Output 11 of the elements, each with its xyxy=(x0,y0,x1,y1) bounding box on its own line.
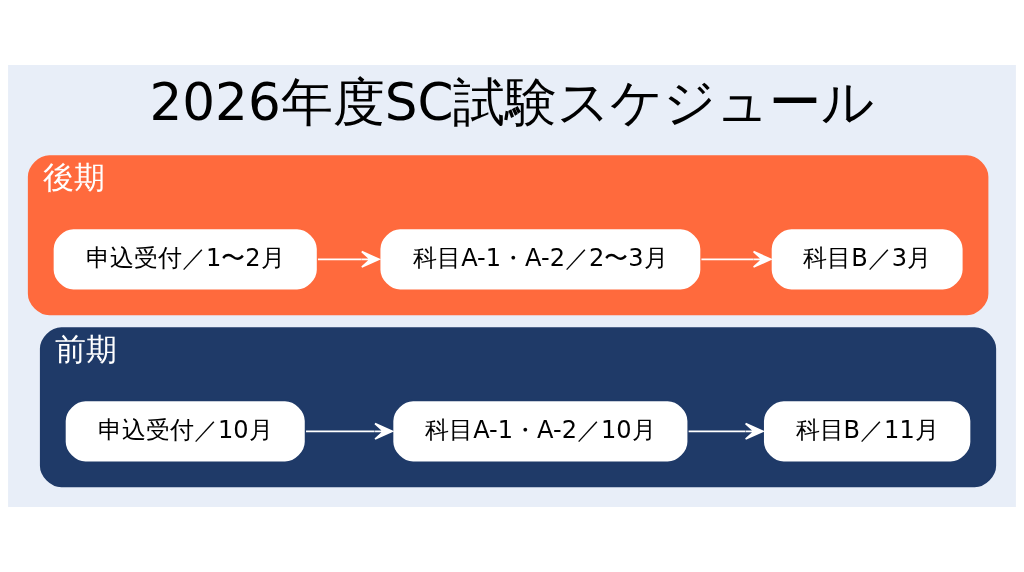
node-box: 申込受付／1〜2月 xyxy=(51,227,319,292)
arrow xyxy=(700,250,772,268)
node-box: 科目A-1・A-2／2〜3月 xyxy=(378,227,703,292)
node-box: 科目B／11月 xyxy=(762,399,973,464)
arrow xyxy=(317,250,380,268)
node-box: 科目A-1・A-2／10月 xyxy=(391,399,690,464)
node-box: 科目B／3月 xyxy=(770,227,965,292)
arrow xyxy=(305,422,394,440)
diagram-title: 2026年度SC試験スケジュール xyxy=(149,72,875,133)
node-box: 申込受付／10月 xyxy=(64,399,307,464)
arrow xyxy=(687,422,764,440)
